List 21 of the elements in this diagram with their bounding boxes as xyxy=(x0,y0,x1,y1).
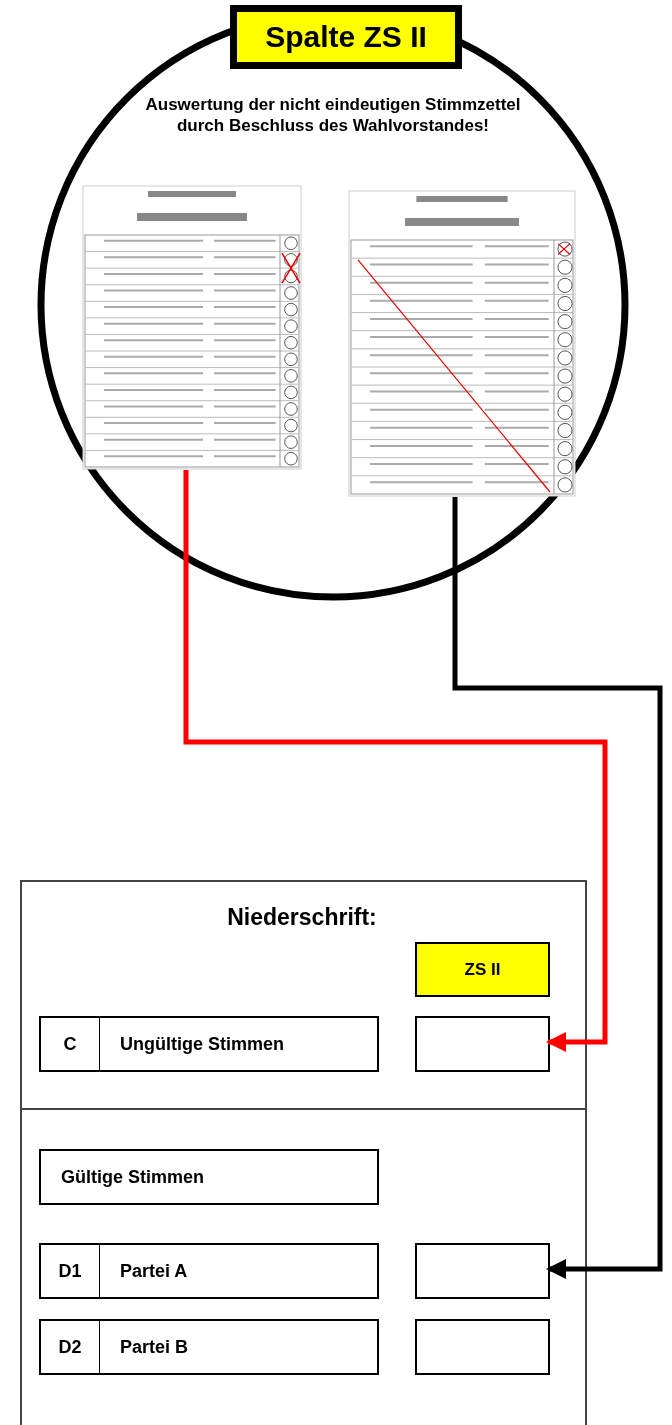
form-row xyxy=(39,1016,379,1072)
row-label: Partei A xyxy=(119,1259,188,1283)
form-row xyxy=(39,1243,379,1299)
row-label: Gültige Stimmen xyxy=(60,1165,204,1189)
form-row xyxy=(39,1319,379,1375)
arrow xyxy=(452,497,663,1279)
row-code: C xyxy=(41,1018,100,1070)
instruction-text: Auswertung der nicht eindeutigen Stimmzettel durch Beschluss des Wahlvorstandes! xyxy=(144,94,522,136)
arrow xyxy=(183,470,608,1052)
row-label: Ungültige Stimmen xyxy=(119,1032,284,1056)
entry-box xyxy=(415,1243,550,1299)
form-panel xyxy=(20,880,587,1425)
title-box: ZS II xyxy=(415,942,550,997)
title-box: Spalte ZS II xyxy=(230,5,462,69)
row-code: D2 xyxy=(41,1321,100,1373)
entry-box xyxy=(415,1319,550,1375)
form-heading: Niederschrift: xyxy=(226,904,378,931)
row-label: Partei B xyxy=(119,1335,189,1359)
form-row xyxy=(39,1149,379,1205)
row-code: D1 xyxy=(41,1245,100,1297)
entry-box xyxy=(415,1016,550,1072)
